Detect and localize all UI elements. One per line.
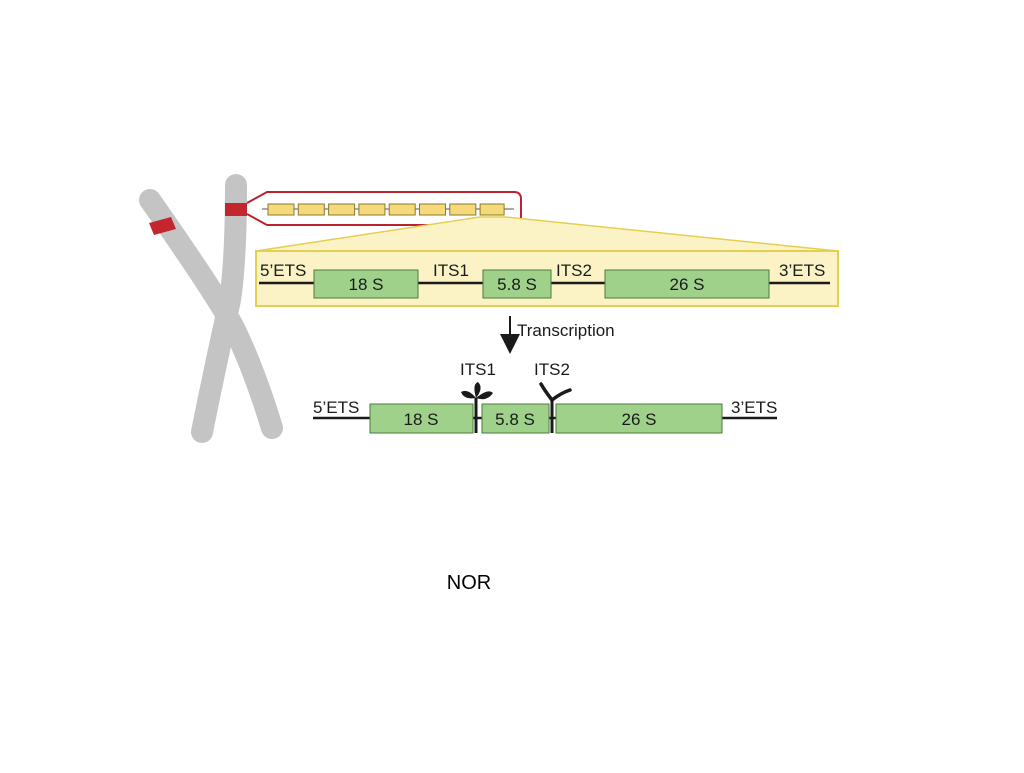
gene-box-26s-label: 26 S bbox=[670, 275, 705, 294]
transcription-step: Transcription bbox=[510, 316, 615, 344]
nor-caption: NOR bbox=[0, 572, 938, 595]
transcript-box-18s-label: 18 S bbox=[404, 410, 439, 429]
rdna-repeat-unit bbox=[359, 204, 385, 215]
transcript-its1-label: ITS1 bbox=[460, 360, 496, 379]
rdna-repeat-unit bbox=[420, 204, 446, 215]
rdna-repeat-unit bbox=[389, 204, 415, 215]
rdna-repeat-unit bbox=[298, 204, 324, 215]
transcript-3ets-label: 3’ETS bbox=[731, 398, 777, 417]
rdna-repeat-unit bbox=[450, 204, 476, 215]
gene-unit-its1-label: ITS1 bbox=[433, 261, 469, 280]
chromosome bbox=[149, 185, 272, 432]
gene-box-58s-label: 5.8 S bbox=[497, 275, 537, 294]
gene-unit-5ets-label: 5’ETS bbox=[260, 261, 306, 280]
rdna-repeat-unit bbox=[480, 204, 504, 215]
rdna-repeat-unit bbox=[329, 204, 355, 215]
transcription-label: Transcription bbox=[517, 321, 615, 340]
transcript-box-58s-label: 5.8 S bbox=[495, 410, 535, 429]
chromosome-arm-right bbox=[202, 185, 236, 432]
nor-band-right bbox=[225, 203, 247, 216]
transcript: 18 S 5.8 S 26 S 5’ETS ITS1 ITS2 3’ETS bbox=[313, 360, 777, 433]
transcript-5ets-label: 5’ETS bbox=[313, 398, 359, 417]
transcript-box-26s-label: 26 S bbox=[622, 410, 657, 429]
gene-box-18s-label: 18 S bbox=[349, 275, 384, 294]
gene-unit-its2-label: ITS2 bbox=[556, 261, 592, 280]
transcript-its2-label: ITS2 bbox=[534, 360, 570, 379]
rdna-repeat-unit bbox=[268, 204, 294, 215]
gene-unit-3ets-label: 3’ETS bbox=[779, 261, 825, 280]
